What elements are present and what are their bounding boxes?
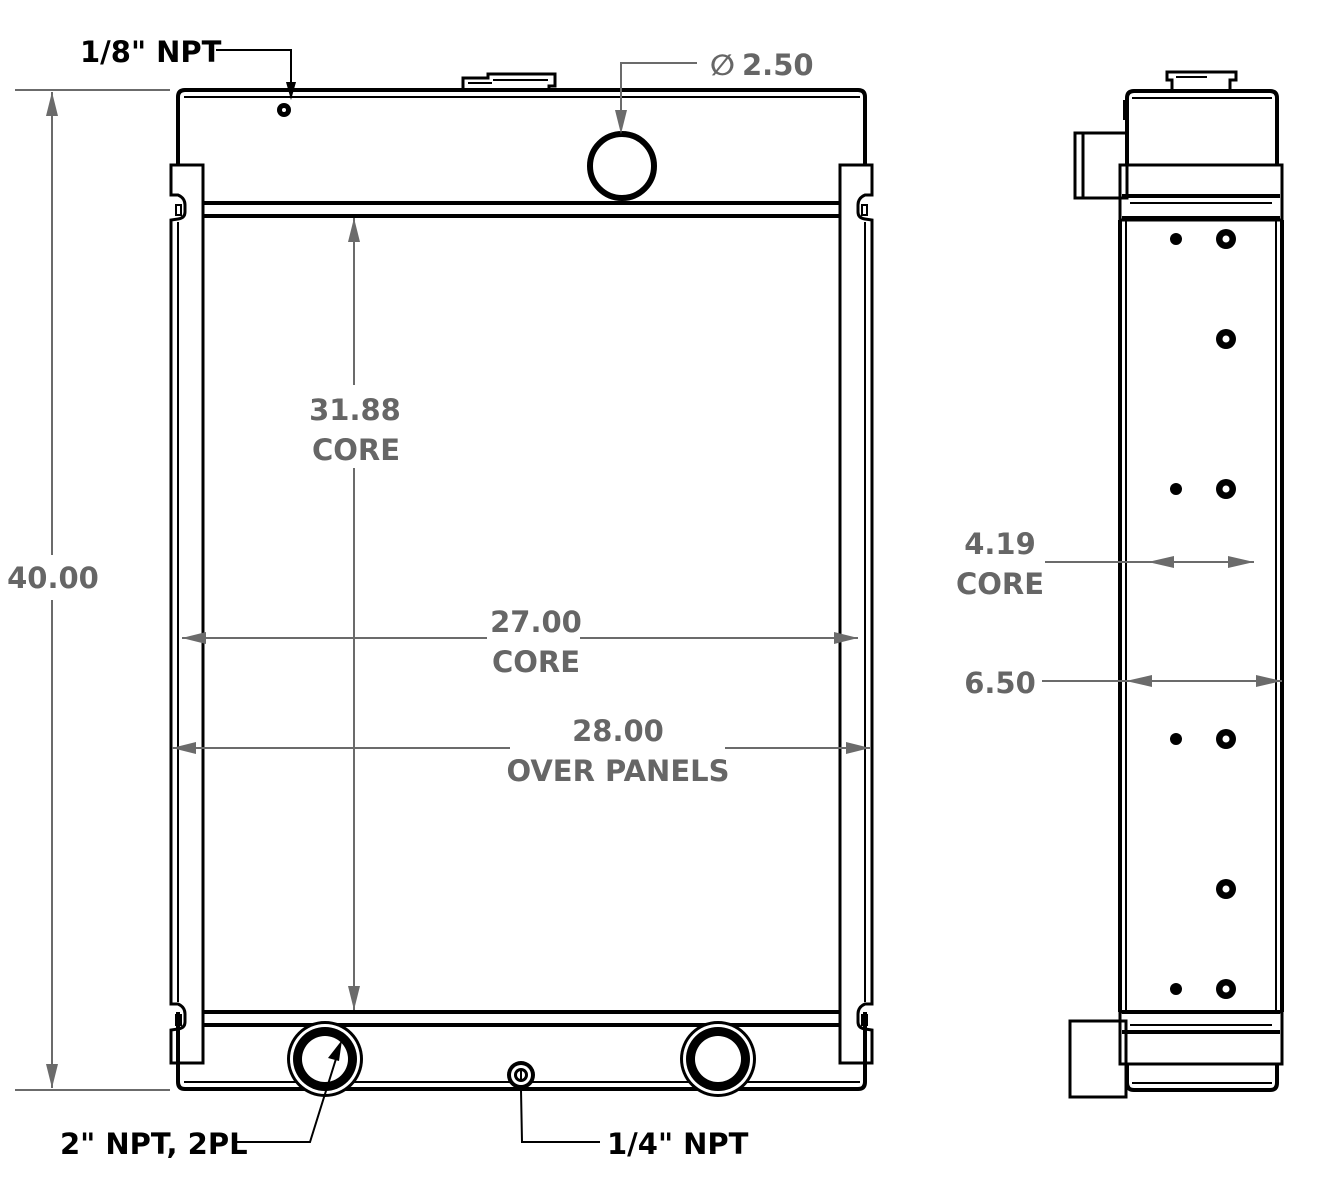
panel-width-dimension: 28.00 OVER PANELS bbox=[172, 714, 870, 788]
vent-callout: 1/8" NPT bbox=[80, 35, 296, 100]
core-depth-value: 4.19 bbox=[964, 527, 1036, 561]
overall-depth-dimension: 6.50 bbox=[964, 666, 1282, 700]
top-outlet-diameter-value: 2.50 bbox=[742, 48, 814, 82]
side-view bbox=[1068, 70, 1284, 1099]
bottom-outlets-callout-text: 2" NPT, 2PL bbox=[60, 1127, 248, 1161]
core-height-dimension: 31.88 CORE bbox=[309, 218, 401, 1010]
overall-height-value: 40.00 bbox=[7, 561, 99, 595]
core-height-label: CORE bbox=[312, 433, 400, 467]
front-outer-frame bbox=[176, 88, 867, 1091]
core-height-value: 31.88 bbox=[309, 393, 401, 427]
core-depth-label: CORE bbox=[956, 567, 1044, 601]
overall-depth-value: 6.50 bbox=[964, 666, 1036, 700]
panel-width-label: OVER PANELS bbox=[506, 754, 729, 788]
mounting-holes bbox=[1170, 229, 1236, 999]
front-view bbox=[169, 72, 874, 1097]
core-width-dimension: 27.00 CORE bbox=[182, 605, 858, 679]
top-outlet-icon bbox=[587, 131, 657, 201]
vent-callout-text: 1/8" NPT bbox=[80, 35, 222, 69]
left-side-panel bbox=[169, 163, 205, 1065]
filler-cap bbox=[461, 72, 557, 90]
bottom-outlets-callout: 2" NPT, 2PL bbox=[60, 1040, 342, 1161]
overall-height-dimension: 40.00 bbox=[7, 89, 170, 1091]
drain-port-icon bbox=[507, 1061, 535, 1089]
drain-callout-text: 1/4" NPT bbox=[607, 1127, 749, 1161]
panel-width-value: 28.00 bbox=[572, 714, 664, 748]
diameter-symbol-icon: ∅ bbox=[710, 48, 735, 82]
drain-callout: 1/4" NPT bbox=[520, 1089, 749, 1161]
core-width-value: 27.00 bbox=[490, 605, 582, 639]
top-outlet-diameter-callout: ∅ 2.50 bbox=[615, 48, 814, 134]
core-depth-dimension: 4.19 CORE bbox=[956, 527, 1254, 601]
bottom-outlet-right-icon bbox=[680, 1021, 756, 1097]
bottom-outlet-left-icon bbox=[287, 1021, 363, 1097]
core-width-label: CORE bbox=[492, 645, 580, 679]
right-side-panel bbox=[838, 163, 874, 1065]
